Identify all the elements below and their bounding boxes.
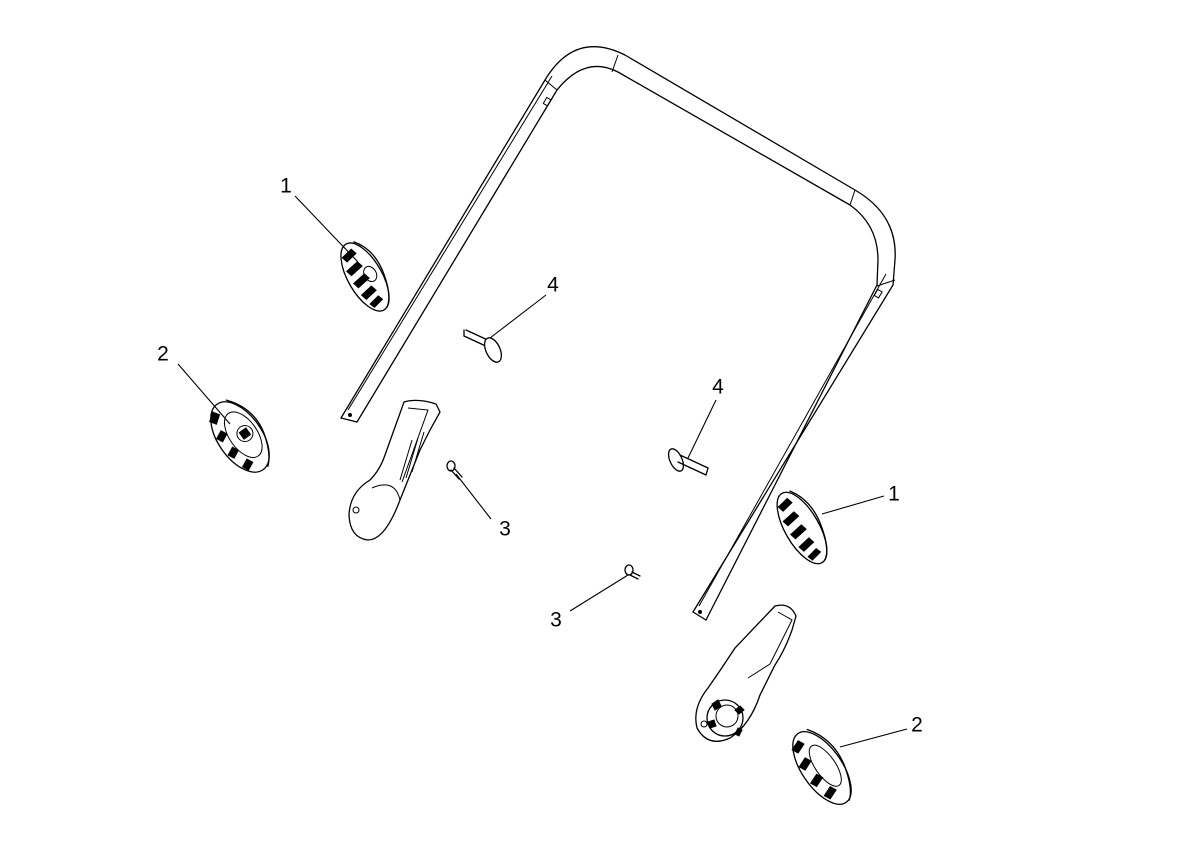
callout-label-bolt-4-right: 4 (712, 375, 724, 399)
leader-lines (177, 195, 908, 748)
knob-1-left (340, 241, 390, 312)
leader-screw-3-right (569, 574, 629, 612)
leader-bolt-4-left (489, 294, 547, 339)
knob-2-right (791, 728, 852, 805)
callout-label-knob-2-right: 2 (911, 713, 923, 737)
callout-label-knob-2-left: 2 (157, 342, 169, 366)
callout-label-knob-1-right: 1 (888, 482, 900, 506)
knob-2-left (209, 399, 270, 473)
leader-knob-1-right (821, 495, 885, 515)
leader-bolt-4-right (687, 399, 717, 459)
bolt-4-right (667, 448, 709, 476)
leader-knob-2-left (177, 363, 231, 425)
leader-knob-2-right (839, 728, 908, 748)
leader-screw-3-left (455, 473, 492, 520)
lower-bracket-right (695, 604, 797, 742)
lower-bracket-left (348, 399, 441, 541)
callout-label-bolt-4-left: 4 (547, 273, 559, 297)
callout-label-knob-1-left: 1 (280, 174, 292, 198)
callout-label-screw-3-left: 3 (499, 517, 511, 541)
screw-3-left (446, 460, 463, 480)
screw-3-right (624, 564, 641, 580)
upper-handle-tube (340, 46, 896, 621)
bolt-4-left (463, 329, 503, 363)
callout-label-screw-3-right: 3 (550, 608, 562, 632)
leader-knob-1-left (294, 195, 359, 263)
knob-1-right (776, 490, 828, 565)
